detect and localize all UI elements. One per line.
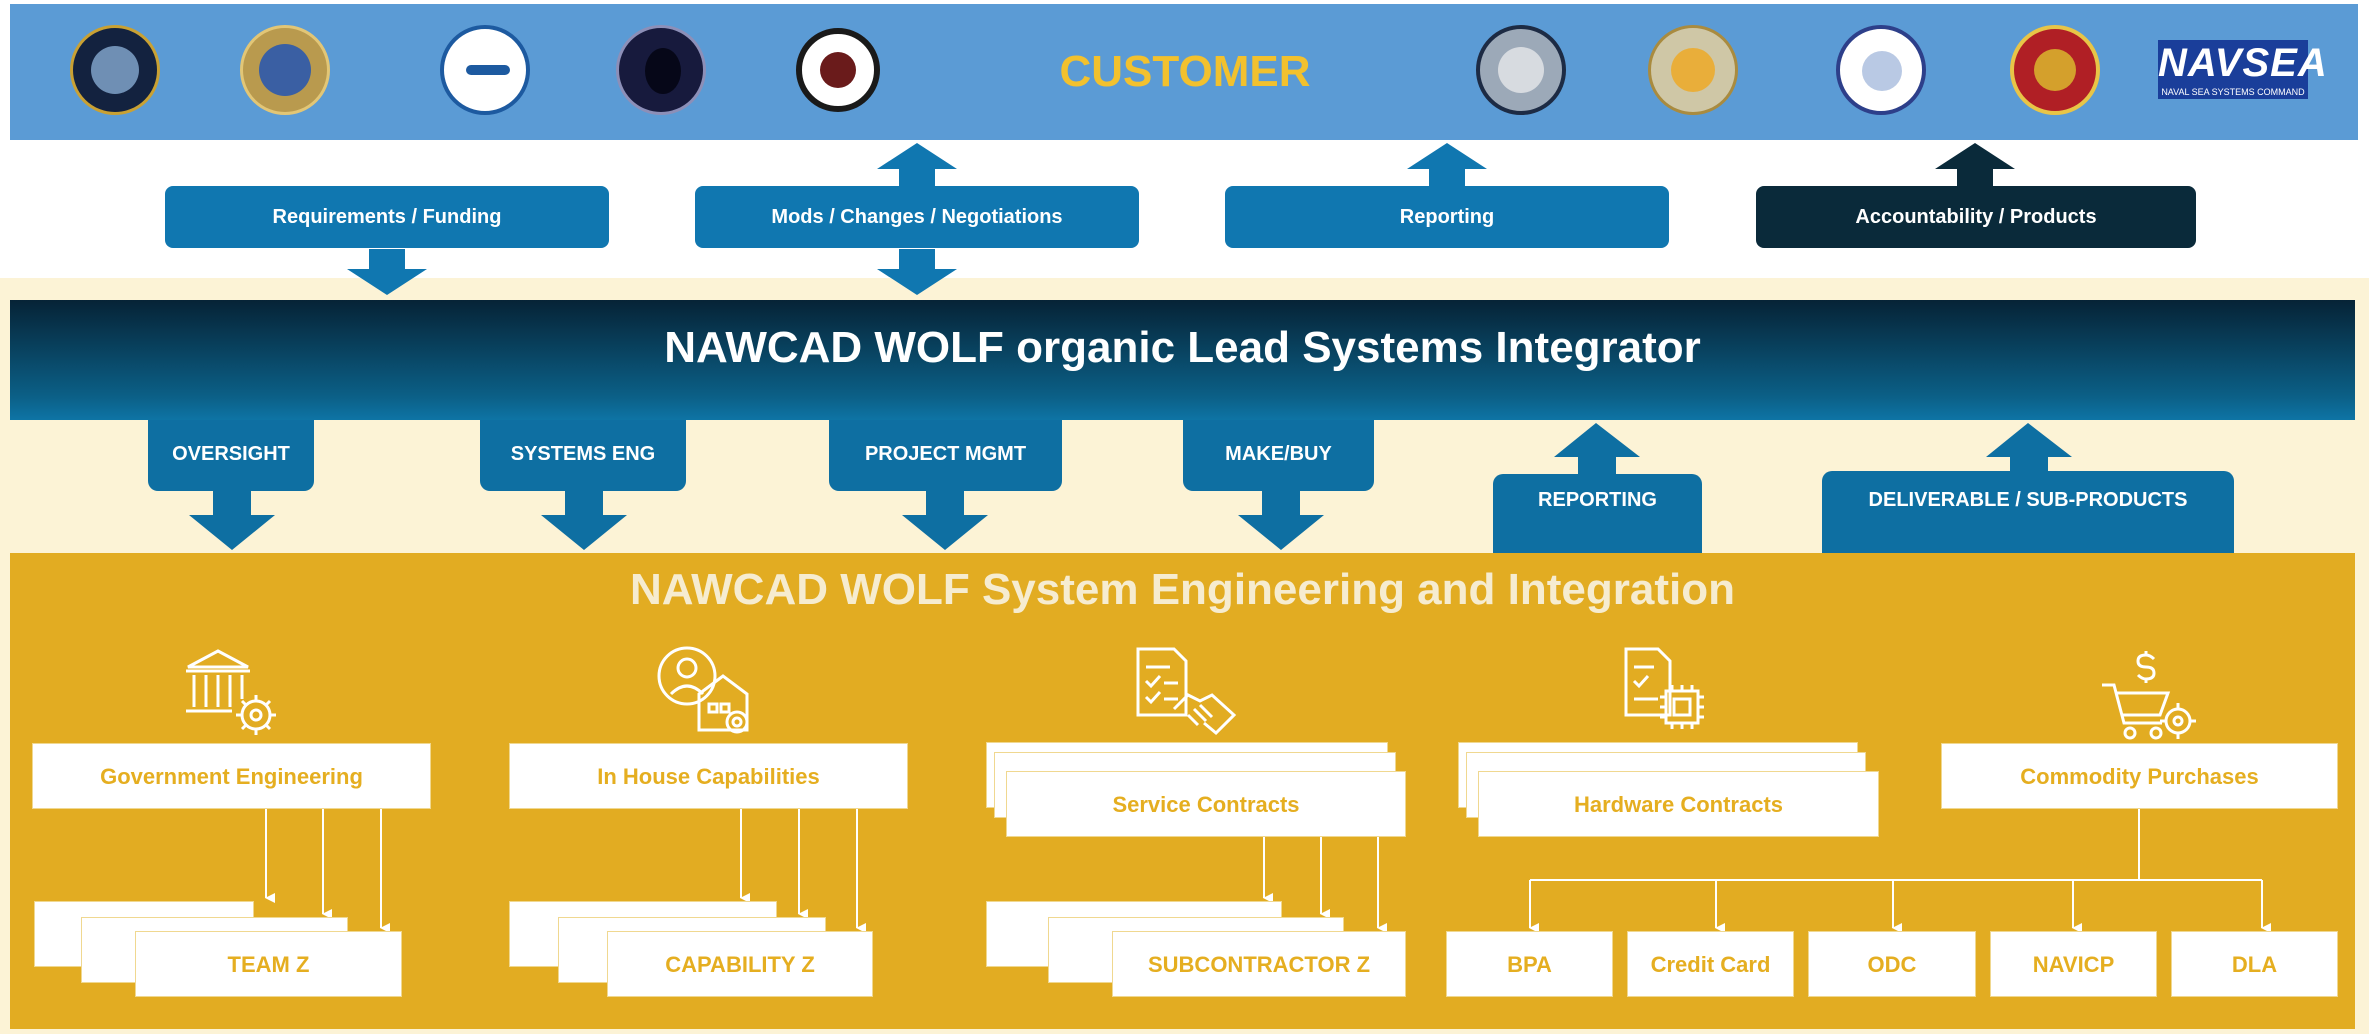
document-handshake-icon: [1136, 647, 1237, 736]
sei-title: NAWCAD WOLF System Engineering and Integ…: [630, 565, 1735, 614]
government-engineering-box: Government Engineering: [32, 743, 431, 809]
capability-z-box: CAPABILITY Z: [607, 931, 873, 997]
peo-seal: [616, 25, 706, 115]
arrow-up-reporting-mid: [1554, 423, 1640, 476]
lead-systems-integrator-band: [10, 300, 2355, 420]
pma-seal-5: [1836, 25, 1926, 115]
person-house-gear-icon: [657, 646, 749, 734]
pma-seal-2: [240, 25, 330, 115]
odc-box: ODC: [1808, 931, 1976, 997]
arrow-up-mods: [877, 143, 957, 186]
pma-seal-4: [1648, 25, 1738, 115]
deliverables-box: DELIVERABLE / SUB-PRODUCTS: [1822, 471, 2234, 553]
systems-eng-box: SYSTEMS ENG: [480, 420, 686, 491]
arrow-down-systems-eng: [541, 491, 627, 550]
pma-seal-3: [796, 28, 880, 112]
make-buy-box: MAKE/BUY: [1183, 420, 1374, 491]
bpa-box: BPA: [1446, 931, 1613, 997]
government-building-gear-icon: [186, 649, 276, 735]
peo-aviation-seal: [440, 25, 530, 115]
pma-260-seal: [1476, 25, 1566, 115]
customer-title: CUSTOMER: [1059, 47, 1311, 96]
customer-banner: [10, 4, 2358, 140]
lsi-title: NAWCAD WOLF organic Lead Systems Integra…: [664, 323, 1701, 372]
document-chip-icon: [1624, 647, 1704, 729]
dla-box: DLA: [2171, 931, 2338, 997]
arrow-down-make-buy: [1238, 491, 1324, 550]
arrow-up-deliverables: [1986, 423, 2072, 476]
usmc-seal: [2010, 25, 2100, 115]
project-mgmt-box: PROJECT MGMT: [829, 420, 1062, 491]
arrow-down-oversight: [189, 491, 275, 550]
reporting-box: Reporting: [1225, 186, 1669, 248]
dollar-cart-gear-icon: [2102, 651, 2196, 740]
credit-card-box: Credit Card: [1627, 931, 1794, 997]
subcontractor-z-box: SUBCONTRACTOR Z: [1112, 931, 1406, 997]
arrow-down-requirements: [347, 249, 427, 295]
hardware-contracts-box: Hardware Contracts: [1478, 771, 1879, 837]
mods-changes-negotiations-box: Mods / Changes / Negotiations: [695, 186, 1139, 248]
team-z-box: TEAM Z: [135, 931, 402, 997]
arrow-down-project-mgmt: [902, 491, 988, 550]
pma-seal-1: [70, 25, 160, 115]
service-contracts-box: Service Contracts: [1006, 771, 1406, 837]
navsea-subtitle: NAVAL SEA SYSTEMS COMMAND: [2158, 86, 2308, 99]
arrow-up-accountability: [1935, 143, 2015, 186]
reporting-role-box: REPORTING: [1493, 474, 1702, 553]
navicp-box: NAVICP: [1990, 931, 2157, 997]
arrow-down-mods: [877, 249, 957, 295]
navsea-wordmark: NAVSEA: [2158, 40, 2328, 86]
navsea-logo: NAVSEA NAVAL SEA SYSTEMS COMMAND: [2158, 40, 2328, 102]
in-house-capabilities-box: In House Capabilities: [509, 743, 908, 809]
arrow-up-reporting: [1407, 143, 1487, 186]
requirements-funding-box: Requirements / Funding: [165, 186, 609, 248]
commodity-purchases-box: Commodity Purchases: [1941, 743, 2338, 809]
accountability-products-box: Accountability / Products: [1756, 186, 2196, 248]
oversight-box: OVERSIGHT: [148, 420, 314, 491]
